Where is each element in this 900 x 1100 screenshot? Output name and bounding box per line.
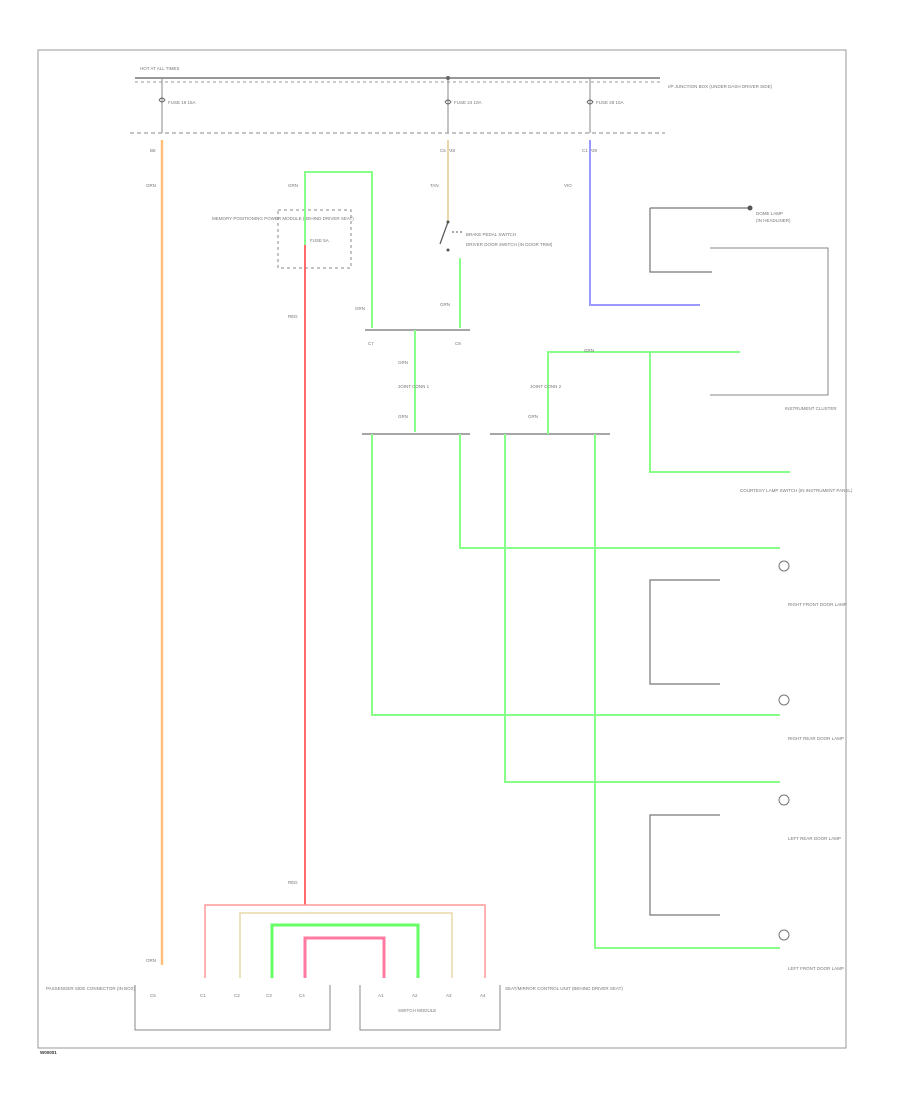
wire-green-label-a: GRN <box>288 183 298 188</box>
rf-door-lamp-icon <box>778 560 790 572</box>
lr-door-lamp-icon <box>778 794 790 806</box>
pin-a2: A2 <box>412 993 418 998</box>
pin-a1: A1 <box>378 993 384 998</box>
right-connector-box <box>359 985 501 1031</box>
wire-pink-outer <box>204 904 486 978</box>
lf-door-lamp-icon <box>778 929 790 941</box>
right-connector-label: SEAT/MIRROR CONTROL UNIT (BEHIND DRIVER … <box>505 986 623 991</box>
wire-green-courtesy <box>649 352 790 473</box>
left-rear-door-label: LEFT REAR DOOR LAMP <box>788 836 841 841</box>
wire-orange-label: ORN <box>146 183 156 188</box>
wire-green-rr <box>371 434 780 716</box>
dome-lamp-sub: (IN HEADLINER) <box>756 218 791 223</box>
wire-tan-label: TAN <box>430 183 439 188</box>
wire-green-label-c: GRN <box>440 302 450 307</box>
splice-upper-right: C8 <box>455 341 461 346</box>
fuse-left: FUSE 19 15A <box>158 78 196 133</box>
fuse-right-label: FUSE 28 10A <box>596 100 624 105</box>
fuse-internal-label: FUSE 5A <box>310 238 329 243</box>
right-front-door-label: RIGHT FRONT DOOR LAMP <box>788 602 847 607</box>
splice-upper-left: C7 <box>368 341 374 346</box>
wire-orange-label-bottom: ORN <box>146 958 156 963</box>
wire-green-label-g: GRN <box>584 348 594 353</box>
fuse-right: FUSE 28 10A <box>586 78 624 133</box>
junction-box-label: I/P JUNCTION BOX (UNDER DASH DRIVER SIDE… <box>668 84 773 89</box>
memory-module-box <box>277 209 352 269</box>
brake-switch-label: BRAKE PEDAL SWITCH <box>466 232 516 237</box>
dome-lamp-ground <box>747 205 753 211</box>
wire-tan-inner <box>239 912 453 978</box>
wire-pink-innermost <box>303 936 386 978</box>
wire-green-rf <box>459 434 780 549</box>
diagram-border <box>37 49 847 1049</box>
wire-red-label: RED <box>288 314 298 319</box>
rr-door-lamp-icon <box>778 694 790 706</box>
wire-purple <box>589 140 700 306</box>
left-front-door-label: LEFT FRONT DOOR LAMP <box>788 966 844 971</box>
wire-green-label-d: GRN <box>398 360 408 365</box>
wire-green-label-e: GRN <box>398 414 408 419</box>
courtesy-lamp-label: COURTESY LAMP SWITCH (IN INSTRUMENT PANE… <box>740 488 853 493</box>
lr-door-switch-loop <box>649 814 720 916</box>
switch-module-label: SWITCH MODULE <box>398 1008 436 1013</box>
left-connector-label: PASSENGER SIDE CONNECTOR (IN BOX) <box>46 986 136 991</box>
fuse-middle: FUSE 24 10A <box>444 76 482 133</box>
footer-id: W00001 <box>40 1050 57 1055</box>
joint-conn-2-label: JOINT CONN 2 <box>530 384 562 389</box>
fuse-middle-label: FUSE 24 10A <box>454 100 482 105</box>
driver-door-switch-label: DRIVER DOOR SWITCH (IN DOOR TRIM) <box>466 242 553 247</box>
wire-green-label-f: GRN <box>528 414 538 419</box>
pin-c1: C1 <box>200 993 206 998</box>
pin-c5: C5 <box>150 993 156 998</box>
pin-a4: A4 <box>480 993 486 998</box>
pin-c2: C2 <box>234 993 240 998</box>
wire-green-jc2 <box>547 351 740 434</box>
wire-green-lf <box>594 434 780 949</box>
wire-red-label-2: RED <box>288 880 298 885</box>
wire-green-lr <box>504 434 780 783</box>
dome-lamp-label: DOME LAMP <box>756 211 783 216</box>
pin-c4: C4 <box>299 993 305 998</box>
wire-green-module <box>304 171 373 328</box>
memory-module-label: MEMORY POSITIONING POWER MODULE (BEHIND … <box>212 216 354 221</box>
wire-purple-label: VIO <box>564 183 572 188</box>
wire-green-label-b: GRN <box>355 306 365 311</box>
instrument-cluster-box <box>710 247 829 396</box>
left-connector-box <box>134 985 331 1031</box>
fuse-left-label: FUSE 19 15A <box>168 100 196 105</box>
hot-at-all-times-label: HOT AT ALL TIMES <box>140 66 180 71</box>
right-rear-door-label: RIGHT REAR DOOR LAMP <box>788 736 844 741</box>
instrument-cluster-label: INSTRUMENT CLUSTER <box>785 406 837 411</box>
pin-c3: C3 <box>266 993 272 998</box>
rf-door-switch-loop <box>649 579 720 685</box>
pin-a3: A3 <box>446 993 452 998</box>
joint-conn-1-label: JOINT CONN 1 <box>398 384 430 389</box>
fuse-left-pin: B8 <box>150 148 156 153</box>
brake-switch <box>439 220 462 252</box>
wire-dome <box>649 208 712 273</box>
wire-green-inner <box>270 923 420 978</box>
